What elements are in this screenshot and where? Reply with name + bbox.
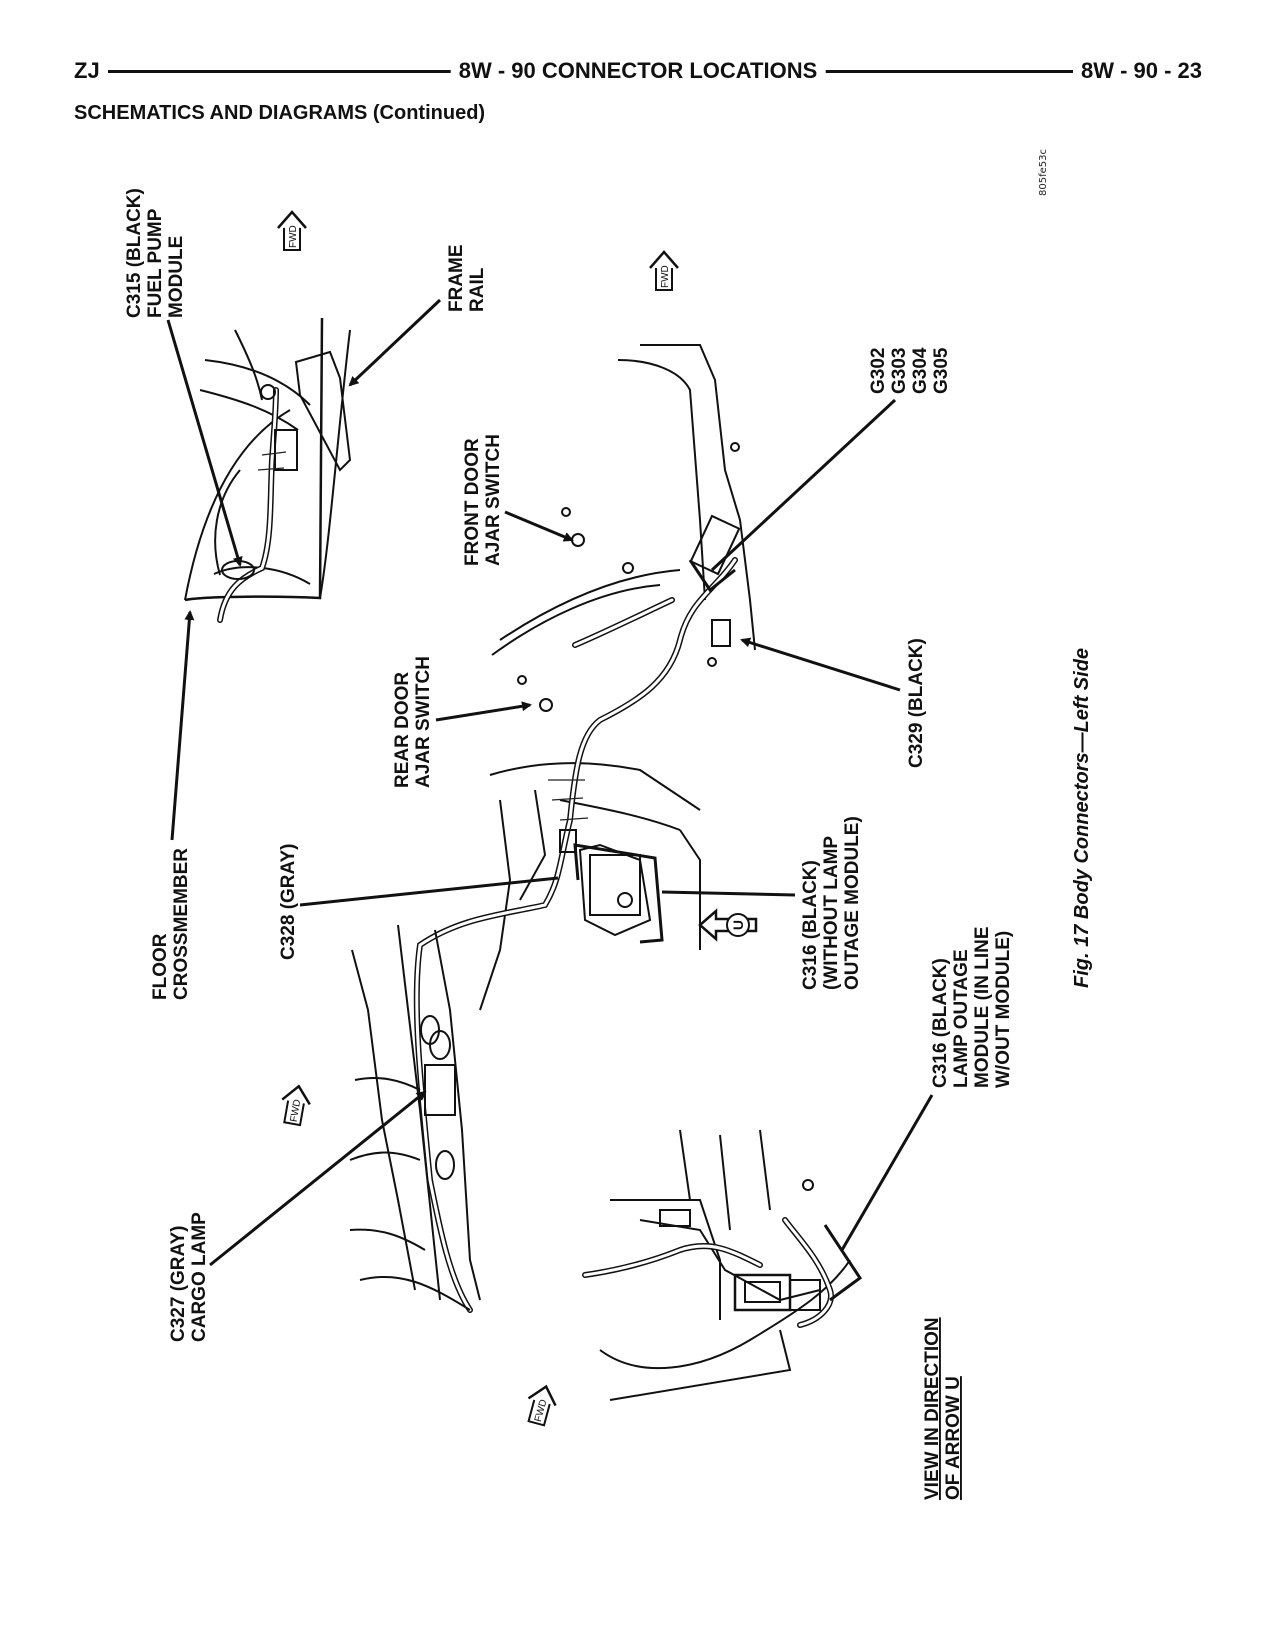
callout-c316-with: C316 (BLACK) LAMP OUTAGE MODULE (IN LINE… bbox=[930, 927, 1014, 1089]
header-model: ZJ bbox=[74, 58, 108, 84]
leader-lines bbox=[166, 298, 934, 1267]
fwd-arrow-1: FWD bbox=[277, 210, 307, 251]
fwd-label: FWD bbox=[288, 225, 299, 248]
callout-rear-door-ajar-line2: AJAR SWITCH bbox=[413, 656, 434, 788]
callout-c315-line3: MODULE bbox=[166, 236, 187, 318]
callout-c327: C327 (GRAY) CARGO LAMP bbox=[168, 1212, 210, 1342]
callout-view-arrow-u: VIEW IN DIRECTION OF ARROW U bbox=[922, 1317, 964, 1500]
callout-c328: C328 (GRAY) bbox=[278, 843, 299, 960]
callout-c316-with-line2: LAMP OUTAGE bbox=[951, 949, 972, 1088]
fwd-arrow-4: FWD bbox=[527, 1384, 557, 1427]
callout-floor-crossmember: FLOOR CROSSMEMBER bbox=[150, 848, 192, 1000]
callout-frame-rail-line1: FRAME bbox=[446, 244, 467, 312]
callout-front-door-ajar: FRONT DOOR AJAR SWITCH bbox=[462, 434, 504, 566]
c316-bracket bbox=[573, 843, 664, 944]
callout-c316-without-line1: C316 (BLACK) bbox=[800, 860, 821, 990]
callout-c316-without-line3: OUTAGE MODULE) bbox=[842, 816, 863, 990]
callout-c327-line2: CARGO LAMP bbox=[189, 1212, 210, 1342]
callout-c316-without-line2: (WITHOUT LAMP bbox=[821, 836, 842, 990]
fwd-label: FWD bbox=[660, 265, 671, 288]
callout-floor-crossmember-line1: FLOOR bbox=[150, 933, 171, 1000]
callout-floor-crossmember-line2: CROSSMEMBER bbox=[171, 848, 192, 1000]
callout-rear-door-ajar: REAR DOOR AJAR SWITCH bbox=[392, 656, 434, 788]
fuel-tank-area-drawing bbox=[184, 317, 352, 623]
fwd-label: FWD bbox=[289, 1099, 304, 1123]
leader-rear-door-ajar bbox=[435, 701, 532, 722]
leader-c327 bbox=[209, 1090, 427, 1267]
callout-front-door-ajar-line2: AJAR SWITCH bbox=[483, 434, 504, 566]
callout-c315: C315 (BLACK) FUEL PUMP MODULE bbox=[124, 188, 187, 318]
callout-g305: G305 bbox=[931, 347, 952, 394]
body-harness-drawing bbox=[349, 344, 756, 1313]
figure-caption: Fig. 17 Body Connectors—Left Side bbox=[1071, 648, 1093, 988]
leader-c315 bbox=[166, 319, 243, 567]
ground-bracket bbox=[688, 559, 736, 593]
leader-grounds bbox=[710, 398, 897, 572]
arrow-u: U bbox=[698, 908, 758, 942]
callout-c329-line1: C329 (BLACK) bbox=[906, 638, 927, 768]
callout-c316-with-line3: MODULE (IN LINE bbox=[972, 927, 993, 1089]
leader-front-door-ajar bbox=[504, 510, 574, 542]
callout-c316-with-line4: W/OUT MODULE) bbox=[993, 931, 1014, 1088]
callout-rear-door-ajar-line1: REAR DOOR bbox=[392, 672, 413, 788]
fwd-arrow-3: FWD bbox=[281, 1084, 311, 1127]
callout-grounds: G302 G303 G304 G305 bbox=[868, 347, 952, 394]
callout-g302: G302 bbox=[868, 348, 889, 394]
callout-frame-rail-line2: RAIL bbox=[467, 267, 488, 312]
line-art bbox=[184, 317, 863, 1401]
leader-c329 bbox=[740, 637, 901, 692]
callout-c328-line1: C328 (GRAY) bbox=[278, 843, 299, 960]
callout-frame-rail: FRAME RAIL bbox=[446, 244, 488, 312]
callout-g304: G304 bbox=[910, 347, 931, 394]
figure-code-text: 805fe53c bbox=[1038, 149, 1049, 196]
callout-view-arrow-u-line1: VIEW IN DIRECTION bbox=[922, 1317, 943, 1500]
fwd-arrow-2: FWD bbox=[649, 250, 679, 291]
callout-view-arrow-u-line2: OF ARROW U bbox=[943, 1376, 964, 1500]
leader-c328 bbox=[299, 876, 559, 907]
callout-front-door-ajar-line1: FRONT DOOR bbox=[462, 438, 483, 566]
callout-c315-line2: FUEL PUMP bbox=[145, 208, 166, 318]
callout-c327-line1: C327 (GRAY) bbox=[168, 1225, 189, 1342]
leader-c316-without bbox=[661, 890, 796, 897]
leader-floor-crossmember bbox=[170, 610, 195, 841]
figure-caption-text: Fig. 17 Body Connectors—Left Side bbox=[1071, 648, 1093, 988]
callout-c316-with-line1: C316 (BLACK) bbox=[930, 958, 951, 1088]
callout-c315-line1: C315 (BLACK) bbox=[124, 188, 145, 318]
callout-g303: G303 bbox=[889, 348, 910, 394]
callout-c316-without: C316 (BLACK) (WITHOUT LAMP OUTAGE MODULE… bbox=[800, 816, 863, 990]
figure-code: 805fe53c bbox=[1038, 149, 1049, 196]
callout-c329: C329 (BLACK) bbox=[906, 638, 927, 768]
page-header: ZJ 8W - 90 CONNECTOR LOCATIONS 8W - 90 -… bbox=[74, 58, 1202, 92]
header-section-title: 8W - 90 CONNECTOR LOCATIONS bbox=[450, 58, 826, 84]
arrow-u-label: U bbox=[730, 920, 746, 930]
lamp-outage-module-view bbox=[582, 1129, 863, 1401]
leader-frame-rail bbox=[348, 298, 442, 387]
header-page-number: 8W - 90 - 23 bbox=[1072, 58, 1202, 84]
leader-c316-with bbox=[840, 1094, 934, 1251]
section-title: SCHEMATICS AND DIAGRAMS (Continued) bbox=[74, 102, 486, 124]
